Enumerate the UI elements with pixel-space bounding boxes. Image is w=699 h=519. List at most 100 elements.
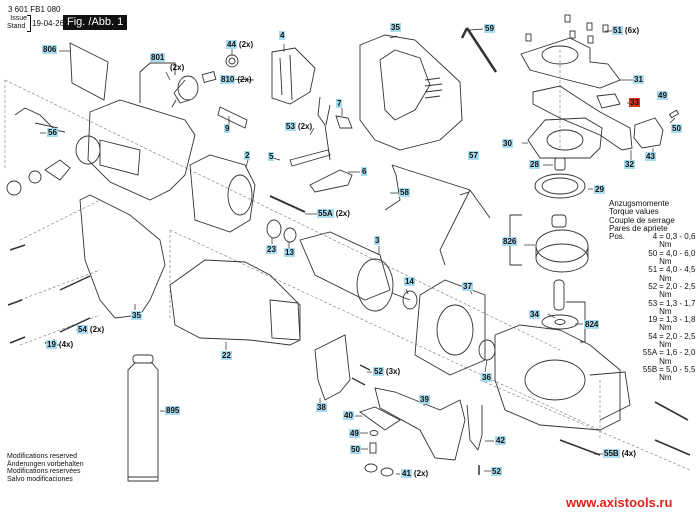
figure-title: Fig. /Abb. 1 xyxy=(63,15,128,30)
part-label-810[interactable]: 810(2x) xyxy=(220,75,252,85)
part-label-55A[interactable]: 55A(2x) xyxy=(317,209,350,219)
part-label-57[interactable]: 57 xyxy=(468,151,479,161)
part-801-bracket xyxy=(139,62,176,103)
part-label-895[interactable]: 895 xyxy=(165,406,181,416)
part-label-37[interactable]: 37 xyxy=(462,282,473,292)
part-number: 38 xyxy=(316,403,327,412)
part-label-35[interactable]: 35 xyxy=(131,311,142,321)
part-14-bearing xyxy=(402,290,418,310)
part-label-51[interactable]: 51(6x) xyxy=(612,26,639,36)
part-number: 43 xyxy=(645,152,656,161)
part-38-plate xyxy=(314,334,351,401)
part-label-801[interactable]: 801 xyxy=(150,53,166,63)
torque-value: = 1,6 - 2,0 Nm xyxy=(659,348,696,366)
part-quantity: (2x) xyxy=(413,469,429,478)
part-label-14[interactable]: 14 xyxy=(404,277,415,287)
part-label-4[interactable]: 4 xyxy=(279,31,286,41)
part-number: 810 xyxy=(220,75,236,84)
stand-label: Stand xyxy=(7,23,26,30)
part-label-826[interactable]: 826 xyxy=(502,237,518,247)
part-label-9[interactable]: 9 xyxy=(224,124,231,134)
part-left-small-parts xyxy=(6,159,71,196)
part-49-washer xyxy=(369,430,379,436)
part-number: 35 xyxy=(390,23,401,32)
part-50-screw xyxy=(668,109,680,119)
part-label-2[interactable]: 2 xyxy=(244,151,251,161)
part-label-41[interactable]: 41(2x) xyxy=(401,469,428,479)
part-label-53[interactable]: 53(2x) xyxy=(285,122,312,132)
part-number: 52 xyxy=(491,467,502,476)
part-number: 53 xyxy=(285,122,296,131)
part-number: 56 xyxy=(47,128,58,137)
part-label-34[interactable]: 34 xyxy=(529,310,540,320)
part-label-13[interactable]: 13 xyxy=(284,248,295,258)
torque-row: 19= 1,3 - 1,8 Nm xyxy=(629,316,699,333)
part-label-32[interactable]: 32 xyxy=(624,160,635,170)
part-number: 55A xyxy=(317,209,334,218)
part-label-49[interactable]: 49 xyxy=(349,429,360,439)
part-number: 33 xyxy=(629,98,640,107)
part-826-cam xyxy=(535,214,589,273)
part-label-58[interactable]: 58 xyxy=(399,188,410,198)
part-50-screw-lower xyxy=(369,442,377,454)
part-label-6[interactable]: 6 xyxy=(361,167,368,177)
part-label-3[interactable]: 3 xyxy=(374,236,381,246)
part-number: 42 xyxy=(495,436,506,445)
part-label-33[interactable]: 33 xyxy=(629,98,640,108)
part-label-806[interactable]: 806 xyxy=(42,45,58,55)
part-label-43[interactable]: 43 xyxy=(645,152,656,162)
part-label-40[interactable]: 40 xyxy=(343,411,354,421)
part-number: 31 xyxy=(633,75,644,84)
part-label-28[interactable]: 28 xyxy=(529,160,540,170)
part-label-39[interactable]: 39 xyxy=(419,395,430,405)
part-number: 34 xyxy=(529,310,540,319)
part-label-52[interactable]: 52 xyxy=(491,467,502,477)
part-label-42[interactable]: 42 xyxy=(495,436,506,446)
part-gearbox-housing xyxy=(494,324,631,431)
part-number: 40 xyxy=(343,411,354,420)
part-43-module xyxy=(633,117,664,149)
part-label-50[interactable]: 50 xyxy=(671,124,682,134)
part-label-54[interactable]: 54(2x) xyxy=(77,325,104,335)
part-29-ring xyxy=(534,173,586,199)
part-label-55B[interactable]: 55B(4x) xyxy=(603,449,636,459)
part-label-44[interactable]: 44(2x) xyxy=(226,40,253,50)
part-label-35[interactable]: 35 xyxy=(390,23,401,33)
part-number: 7 xyxy=(336,99,343,108)
part-label-56[interactable]: 56 xyxy=(47,128,58,138)
part-label-7[interactable]: 7 xyxy=(336,99,343,109)
part-59-hex-key xyxy=(460,27,498,73)
modifications-en: Modifications reserved xyxy=(7,453,78,460)
part-label-38[interactable]: 38 xyxy=(316,403,327,413)
part-label-29[interactable]: 29 xyxy=(594,185,605,195)
part-label-5[interactable]: 5 xyxy=(268,152,275,162)
part-quantity: (4x) xyxy=(58,340,74,349)
torque-table: Anzugsmomente Torque values Couple de se… xyxy=(609,199,699,383)
part-2-stator xyxy=(189,154,256,233)
part-number: 29 xyxy=(594,185,605,194)
part-label-30[interactable]: 30 xyxy=(502,139,513,149)
part-label-19[interactable]: 19(4x) xyxy=(46,340,73,350)
part-quantity: (3x) xyxy=(385,367,401,376)
torque-row: 50= 4,0 - 6,0 Nm xyxy=(629,248,699,267)
part-label-36[interactable]: 36 xyxy=(481,373,492,383)
part-label-824[interactable]: 824 xyxy=(584,320,600,330)
part-label-50[interactable]: 50 xyxy=(350,445,361,455)
part-label-31[interactable]: 31 xyxy=(633,75,644,85)
torque-position: 50 xyxy=(648,248,658,258)
part-label-23[interactable]: 23 xyxy=(266,245,277,255)
part-label-801-sub[interactable]: (2x) xyxy=(168,63,184,73)
part-number: 2 xyxy=(244,151,251,160)
part-5-rod xyxy=(289,149,331,167)
part-number: 4 xyxy=(279,31,286,40)
part-label-49[interactable]: 49 xyxy=(657,91,668,101)
part-number: 801 xyxy=(150,53,166,62)
torque-row: 54= 2,0 - 2,5 Nm xyxy=(629,332,699,350)
part-number: 826 xyxy=(502,237,518,246)
watermark-url[interactable]: www.axistools.ru xyxy=(566,495,673,510)
part-13-washer xyxy=(283,227,297,243)
part-label-59[interactable]: 59 xyxy=(484,24,495,34)
part-label-22[interactable]: 22 xyxy=(221,351,232,361)
part-23-bearing xyxy=(266,219,282,239)
part-label-52[interactable]: 52(3x) xyxy=(373,367,400,377)
